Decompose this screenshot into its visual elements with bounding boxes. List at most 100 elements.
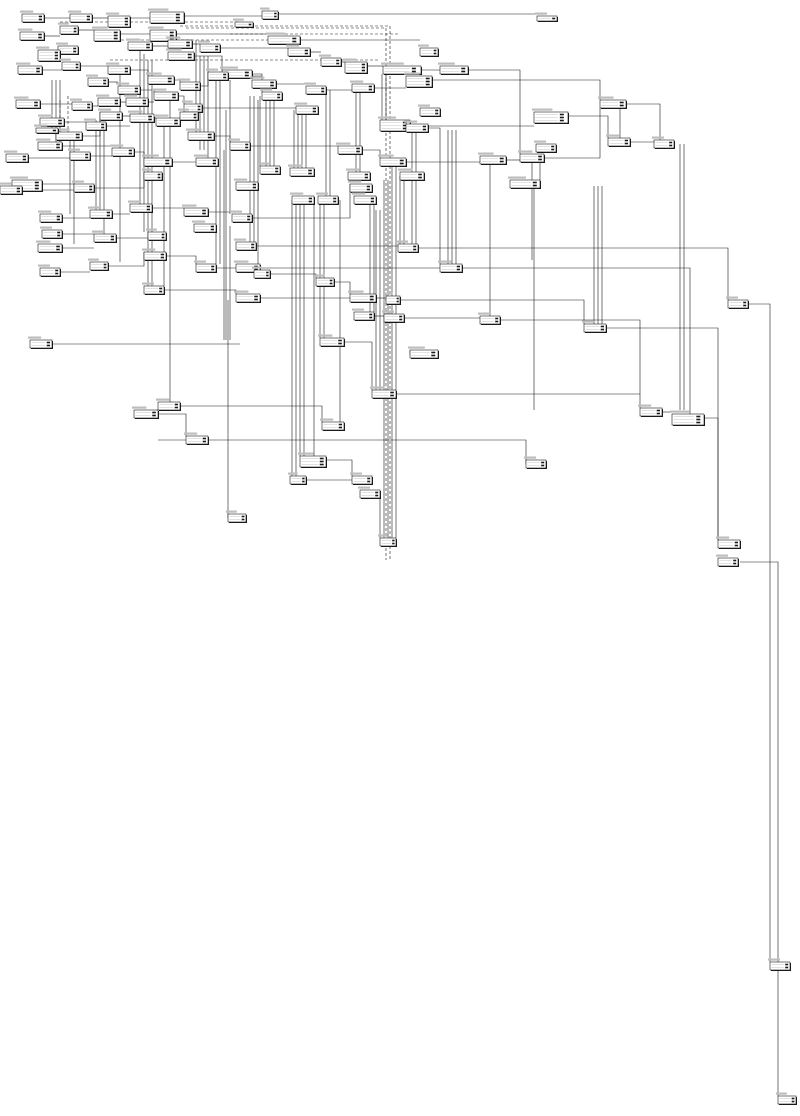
- table-node: [352, 308, 375, 321]
- table-title-smudge: [38, 264, 50, 267]
- table-title-smudge: [10, 176, 28, 179]
- key-marker: [361, 66, 366, 69]
- key-marker: [308, 169, 312, 172]
- table-box: [227, 513, 247, 523]
- table-title-smudge: [348, 290, 364, 293]
- key-marker: [134, 87, 139, 90]
- table-box: [85, 121, 107, 131]
- key-marker: [402, 124, 407, 127]
- key-marker: [34, 187, 39, 190]
- table-title-smudge: [336, 142, 351, 145]
- table-title-smudge: [194, 154, 208, 157]
- key-marker: [16, 190, 21, 193]
- table-title-smudge: [154, 114, 169, 117]
- table-node: [670, 410, 705, 426]
- table-node: [206, 68, 229, 81]
- relationship-line: [214, 135, 231, 142]
- table-node: [106, 12, 131, 28]
- relationship-line: [740, 561, 779, 1096]
- key-marker: [101, 126, 105, 129]
- key-marker: [159, 287, 163, 290]
- table-box: [155, 117, 181, 127]
- table-node: [652, 136, 675, 149]
- key-marker: [85, 156, 89, 159]
- table-box: [535, 143, 557, 153]
- table-title-smudge: [346, 168, 360, 171]
- table-node: [28, 336, 53, 349]
- key-marker: [148, 115, 152, 118]
- table-box: [525, 459, 547, 469]
- table-node: [336, 142, 363, 155]
- key-marker: [338, 426, 343, 429]
- table-box: [319, 337, 345, 347]
- relationship-line: [468, 69, 521, 154]
- key-marker: [559, 116, 564, 119]
- key-marker: [433, 49, 437, 52]
- table-node: [96, 94, 121, 107]
- table-title-smudge: [404, 72, 420, 75]
- key-marker: [75, 136, 80, 139]
- table-box: [405, 123, 429, 133]
- key-marker: [34, 104, 38, 107]
- table-title-smudge: [96, 94, 110, 97]
- key-marker: [193, 116, 197, 119]
- relationship-line: [252, 184, 351, 219]
- table-title-smudge: [70, 98, 82, 101]
- table-title-smudge: [288, 164, 303, 167]
- table-node: [408, 346, 439, 359]
- key-marker: [392, 542, 395, 545]
- table-node: [36, 138, 63, 151]
- table-title-smudge: [206, 68, 218, 71]
- key-marker: [38, 15, 43, 18]
- table-box: [385, 295, 401, 305]
- key-marker: [277, 93, 281, 96]
- table-node: [346, 168, 371, 181]
- table-title-smudge: [88, 206, 102, 209]
- table-title-smudge: [36, 240, 51, 243]
- key-marker: [207, 133, 212, 136]
- table-node: [182, 204, 209, 217]
- key-marker: [57, 231, 61, 234]
- table-node: [288, 164, 315, 177]
- key-marker: [435, 109, 439, 112]
- table-box: [479, 315, 501, 325]
- key-marker: [425, 80, 430, 83]
- table-title-smudge: [258, 162, 270, 165]
- key-marker: [56, 215, 61, 218]
- table-box: [147, 75, 175, 85]
- table-node: [320, 418, 345, 431]
- key-marker: [277, 96, 281, 99]
- key-marker: [210, 225, 215, 228]
- key-marker: [696, 418, 701, 421]
- table-title-smudge: [20, 10, 34, 13]
- table-title-smudge: [36, 138, 51, 141]
- table-node: [38, 210, 63, 223]
- table-title-smudge: [34, 124, 48, 127]
- key-marker: [187, 56, 192, 59]
- table-box: [147, 231, 167, 241]
- key-marker: [202, 440, 207, 443]
- table-box: [29, 339, 53, 349]
- key-marker: [495, 317, 499, 320]
- key-marker: [366, 188, 371, 191]
- key-marker: [167, 80, 172, 83]
- table-box: [129, 113, 155, 123]
- key-marker: [251, 243, 255, 246]
- key-marker: [215, 45, 219, 48]
- key-marker: [110, 238, 115, 241]
- key-marker: [16, 187, 21, 190]
- table-box: [127, 41, 153, 51]
- table-node: [124, 94, 149, 107]
- key-marker: [73, 47, 77, 50]
- key-marker: [114, 99, 119, 102]
- key-marker: [413, 245, 417, 248]
- key-marker: [624, 142, 629, 145]
- key-marker: [422, 125, 427, 128]
- table-node: [378, 154, 407, 167]
- table-box: [111, 147, 135, 157]
- key-marker: [390, 394, 394, 397]
- table-node: [318, 334, 345, 347]
- table-box: [267, 35, 301, 45]
- table-box: [351, 475, 373, 485]
- table-title-smudge: [384, 292, 393, 295]
